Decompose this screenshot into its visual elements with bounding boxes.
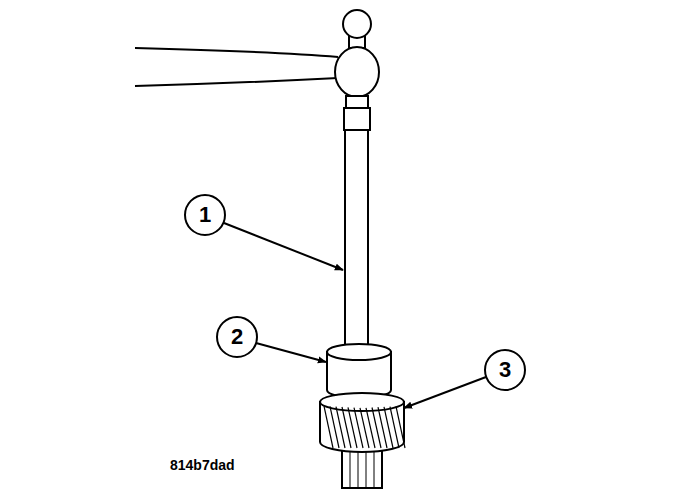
figure-code: 814b7dad	[170, 457, 235, 473]
hammer	[135, 10, 379, 130]
leader-lines	[224, 223, 486, 408]
callout-number: 2	[231, 326, 243, 348]
gear	[320, 393, 405, 488]
gear-tooth	[396, 406, 405, 448]
callout-number: 3	[499, 359, 511, 381]
installer-tool	[327, 344, 391, 398]
callout-circles	[185, 195, 525, 390]
callout-number: 1	[199, 204, 211, 226]
driver-handle	[345, 130, 368, 350]
